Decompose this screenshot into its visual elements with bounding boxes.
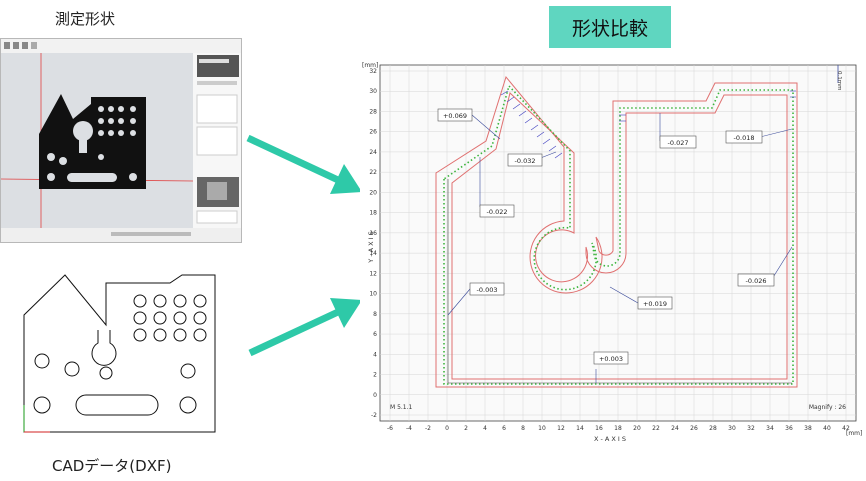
y-tick-label: 8 [373,311,377,318]
deviation-label-4: -0.027 [659,113,697,149]
svg-text:-0.018: -0.018 [734,134,755,142]
magnify-text: Magnify : 26 [809,404,846,411]
x-tick-label: 4 [483,425,487,432]
y-tick-label: 20 [369,189,377,196]
y-tick-label: 26 [369,129,377,136]
deviation-label-8: +0.019 [609,286,673,310]
x-tick-label: 10 [538,425,546,432]
x-tick-label: 8 [521,425,525,432]
y-tick-label: 22 [369,169,377,176]
svg-text:-0.032: -0.032 [515,157,536,165]
x-unit: [mm] [846,430,862,437]
x-tick-label: 24 [671,425,679,432]
y-tick-label: 2 [373,372,377,379]
svg-text:-0.022: -0.022 [487,208,508,216]
y-tick-label: 0 [373,392,377,399]
svg-text:0.1mm: 0.1mm [836,71,842,90]
y-tick-label: 16 [369,230,377,237]
x-tick-label: 30 [728,425,736,432]
y-tick-label: 12 [369,270,377,277]
x-tick-label: -2 [425,425,431,432]
measured-shape-label: 測定形状 [55,10,116,28]
scale-indicator: 0.1mm [836,65,842,90]
x-tick-label: 2 [464,425,468,432]
deviation-label-3: -0.022 [479,157,515,218]
deviation-label-7: -0.026 [737,246,793,287]
bottom-left-text: M 5.1.1 [390,404,413,411]
y-tick-label: 24 [369,149,377,156]
x-tick-label: 12 [557,425,565,432]
x-tick-label: 38 [804,425,812,432]
x-tick-label: 22 [652,425,660,432]
shape-comparison-badge: 形状比較 [549,6,671,48]
y-tick-label: 14 [369,250,377,257]
x-tick-label: 16 [595,425,603,432]
arrow-measured-to-plot [246,134,362,194]
svg-text:-0.027: -0.027 [668,139,689,147]
arrows [240,100,370,370]
arrow-cad-to-plot [248,298,362,357]
y-unit: [mm] [362,62,378,69]
y-tick-label: -2 [371,412,377,419]
y-tick-label: 32 [369,68,377,75]
x-tick-label: 20 [633,425,641,432]
x-tick-label: 40 [823,425,831,432]
deviation-hatch [500,90,796,159]
cad-drawing [10,265,235,445]
x-tick-label: 6 [502,425,506,432]
deviation-label-6: -0.003 [447,282,505,316]
svg-text:-0.026: -0.026 [746,277,767,285]
x-tick-label: 0 [445,425,449,432]
cad-data-label: CADデータ(DXF) [52,457,172,475]
y-tick-label: 4 [373,351,377,358]
x-tick-label: 18 [614,425,622,432]
y-tick-label: 28 [369,108,377,115]
deviation-label-5: -0.018 [725,128,793,144]
x-tick-label: 34 [766,425,774,432]
measured-shape-screenshot [0,38,242,243]
deviation-label-1: +0.069 [437,108,501,140]
x-tick-label: -4 [406,425,412,432]
y-tick-label: 6 [373,331,377,338]
y-tick-label: 18 [369,210,377,217]
deviation-label-9: +0.003 [593,351,629,383]
y-tick-label: 30 [369,88,377,95]
x-tick-label: 36 [785,425,793,432]
svg-text:+0.003: +0.003 [599,355,623,363]
y-tick-label: 10 [369,291,377,298]
x-tick-label: 32 [747,425,755,432]
deviation-label-2: -0.032 [507,151,557,167]
svg-text:+0.069: +0.069 [443,112,467,120]
x-axis-label: X - A X I S [594,435,626,443]
svg-text:-0.003: -0.003 [477,286,498,294]
y-axis-label: Y - A X I S [367,231,375,264]
svg-text:+0.019: +0.019 [643,300,667,308]
x-tick-label: 28 [709,425,717,432]
x-tick-label: 14 [576,425,584,432]
x-tick-label: -6 [387,425,393,432]
x-tick-label: 26 [690,425,698,432]
x-tick-label: 42 [842,425,850,432]
